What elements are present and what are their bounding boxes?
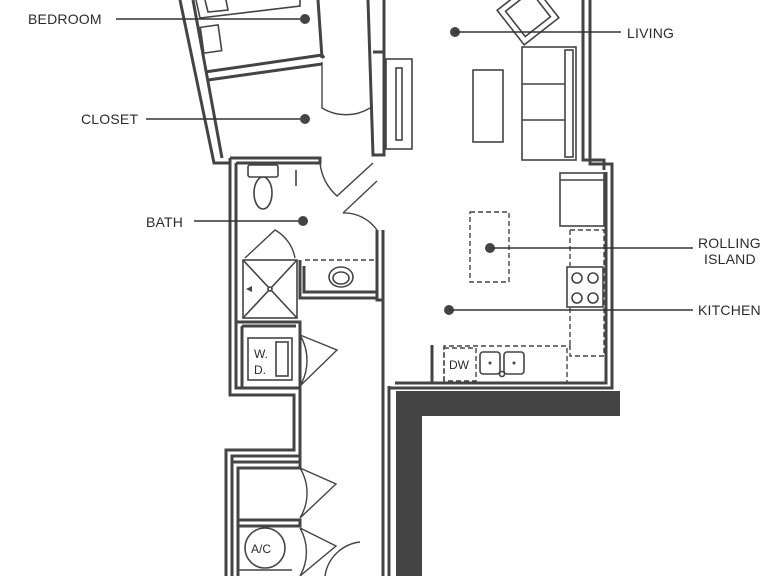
sink-drain-right [512, 361, 516, 365]
burner-1 [571, 272, 583, 284]
living-furniture [385, 0, 577, 161]
rolling-island [469, 211, 510, 283]
kitchen-counter [443, 229, 605, 383]
lower-closet-divider [238, 518, 302, 528]
dot-closet [300, 114, 310, 124]
label-rolling-island-1: ROLLING [698, 235, 761, 251]
armchair [495, 0, 561, 47]
burner-4 [587, 292, 599, 304]
toilet-bowl [253, 176, 273, 210]
shower-base [242, 259, 298, 319]
heavy-wall-shape [396, 391, 620, 576]
refrigerator [559, 172, 605, 227]
tv [395, 67, 403, 141]
sink-faucet [498, 370, 506, 378]
room-labels: BEDROOM CLOSET BATH LIVING ROLLING ISLAN… [28, 11, 761, 318]
exterior-heavy-wall [396, 391, 620, 576]
dot-bath [298, 216, 308, 226]
vanity-sink-inner [332, 271, 350, 285]
coffee-table [472, 69, 504, 143]
living-right-wall-2 [389, 0, 614, 390]
closet-bath-divider [230, 156, 322, 165]
armchair-body [495, 0, 561, 47]
bed-edge [195, 0, 301, 19]
bedroom-closet-divider [204, 53, 326, 74]
bedroom-top-wall [316, 0, 324, 59]
label-rolling-island-2: ISLAND [704, 251, 756, 267]
shower-drain [267, 286, 273, 292]
dryer-label: D. [254, 363, 266, 377]
living-right-wall [581, 0, 606, 170]
bedroom-closet-divider-2 [207, 62, 323, 82]
kitchen-outer-wall [395, 172, 608, 385]
left-wall-inner [230, 163, 302, 576]
label-bath: BATH [146, 214, 183, 230]
nightstand [199, 23, 223, 55]
washer-dryer-panel [275, 341, 289, 377]
label-closet: CLOSET [81, 111, 138, 127]
burner-3 [571, 292, 583, 304]
sofa [521, 46, 577, 161]
label-living: LIVING [627, 25, 674, 41]
left-angled-wall [178, 0, 230, 165]
left-wall-lower [224, 158, 296, 576]
dishwasher [443, 347, 477, 382]
dishwasher-label: DW [449, 358, 470, 372]
ac-label: A/C [251, 542, 271, 556]
bedroom-furniture [195, 0, 301, 55]
bath-right-wall-2 [302, 266, 377, 294]
doors [244, 62, 378, 576]
closet-door-swing [321, 62, 371, 116]
lower-closet-door-swing-2 [299, 527, 338, 576]
bath-fixtures [242, 164, 377, 319]
kitchen-fixtures: DW [430, 172, 605, 383]
ac-circle [244, 527, 286, 569]
washer-label: W. [254, 347, 268, 361]
center-vertical-wall [366, 0, 386, 157]
shower-lower-wall [236, 320, 302, 388]
hall-wall-right [375, 230, 385, 302]
dot-bedroom [300, 14, 310, 24]
label-bedroom: BEDROOM [28, 11, 102, 27]
ac-unit: A/C [238, 527, 292, 571]
bed-pillow [204, 0, 229, 13]
lower-closet-door-swing-1 [299, 467, 338, 519]
toilet-tank [247, 164, 279, 178]
burner-2 [587, 272, 599, 284]
washer-dryer-box [247, 337, 293, 381]
sink-drain-left [488, 361, 492, 365]
laundry: W. D. [247, 337, 293, 381]
armchair-seat [504, 0, 552, 38]
media-console [385, 58, 413, 150]
bedroom-inner-angled-wall [191, 0, 224, 159]
label-kitchen: KITCHEN [698, 302, 761, 318]
bath-right-wall [298, 260, 377, 300]
laundry-door-swing [299, 334, 339, 387]
corridor-door-swing [324, 541, 361, 576]
sofa-back [564, 49, 574, 158]
bath-door-swing [342, 180, 378, 231]
shower-door-swing [244, 229, 296, 259]
shower-valve [246, 286, 252, 292]
hall-door-swing [319, 162, 374, 197]
